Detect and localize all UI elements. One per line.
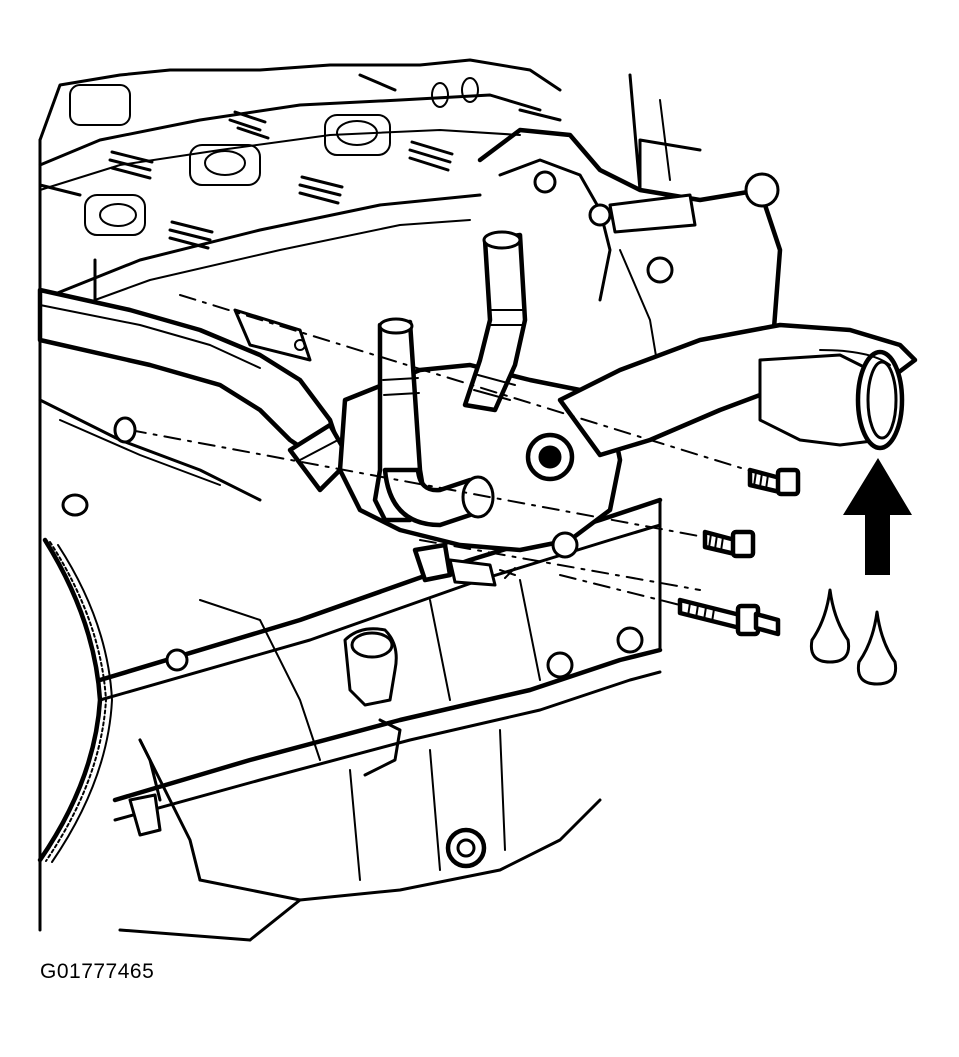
lower-block-details xyxy=(61,416,541,869)
water-pump-housing xyxy=(337,230,644,679)
up-arrow-icon xyxy=(843,458,912,575)
coolant-pipe xyxy=(37,287,353,493)
coolant-drop-icon xyxy=(809,588,898,686)
radiator-hose xyxy=(557,322,918,458)
bolt-upper xyxy=(747,467,801,497)
bolts xyxy=(677,467,801,637)
front-cover xyxy=(477,127,783,383)
flywheel-ring-gear xyxy=(37,537,113,863)
exhaust-studs xyxy=(38,73,562,250)
coolant-sensor xyxy=(412,542,516,587)
bolt-long xyxy=(677,597,781,637)
figure-id-label: G01777465 xyxy=(40,960,155,983)
bolt-middle xyxy=(702,529,756,559)
